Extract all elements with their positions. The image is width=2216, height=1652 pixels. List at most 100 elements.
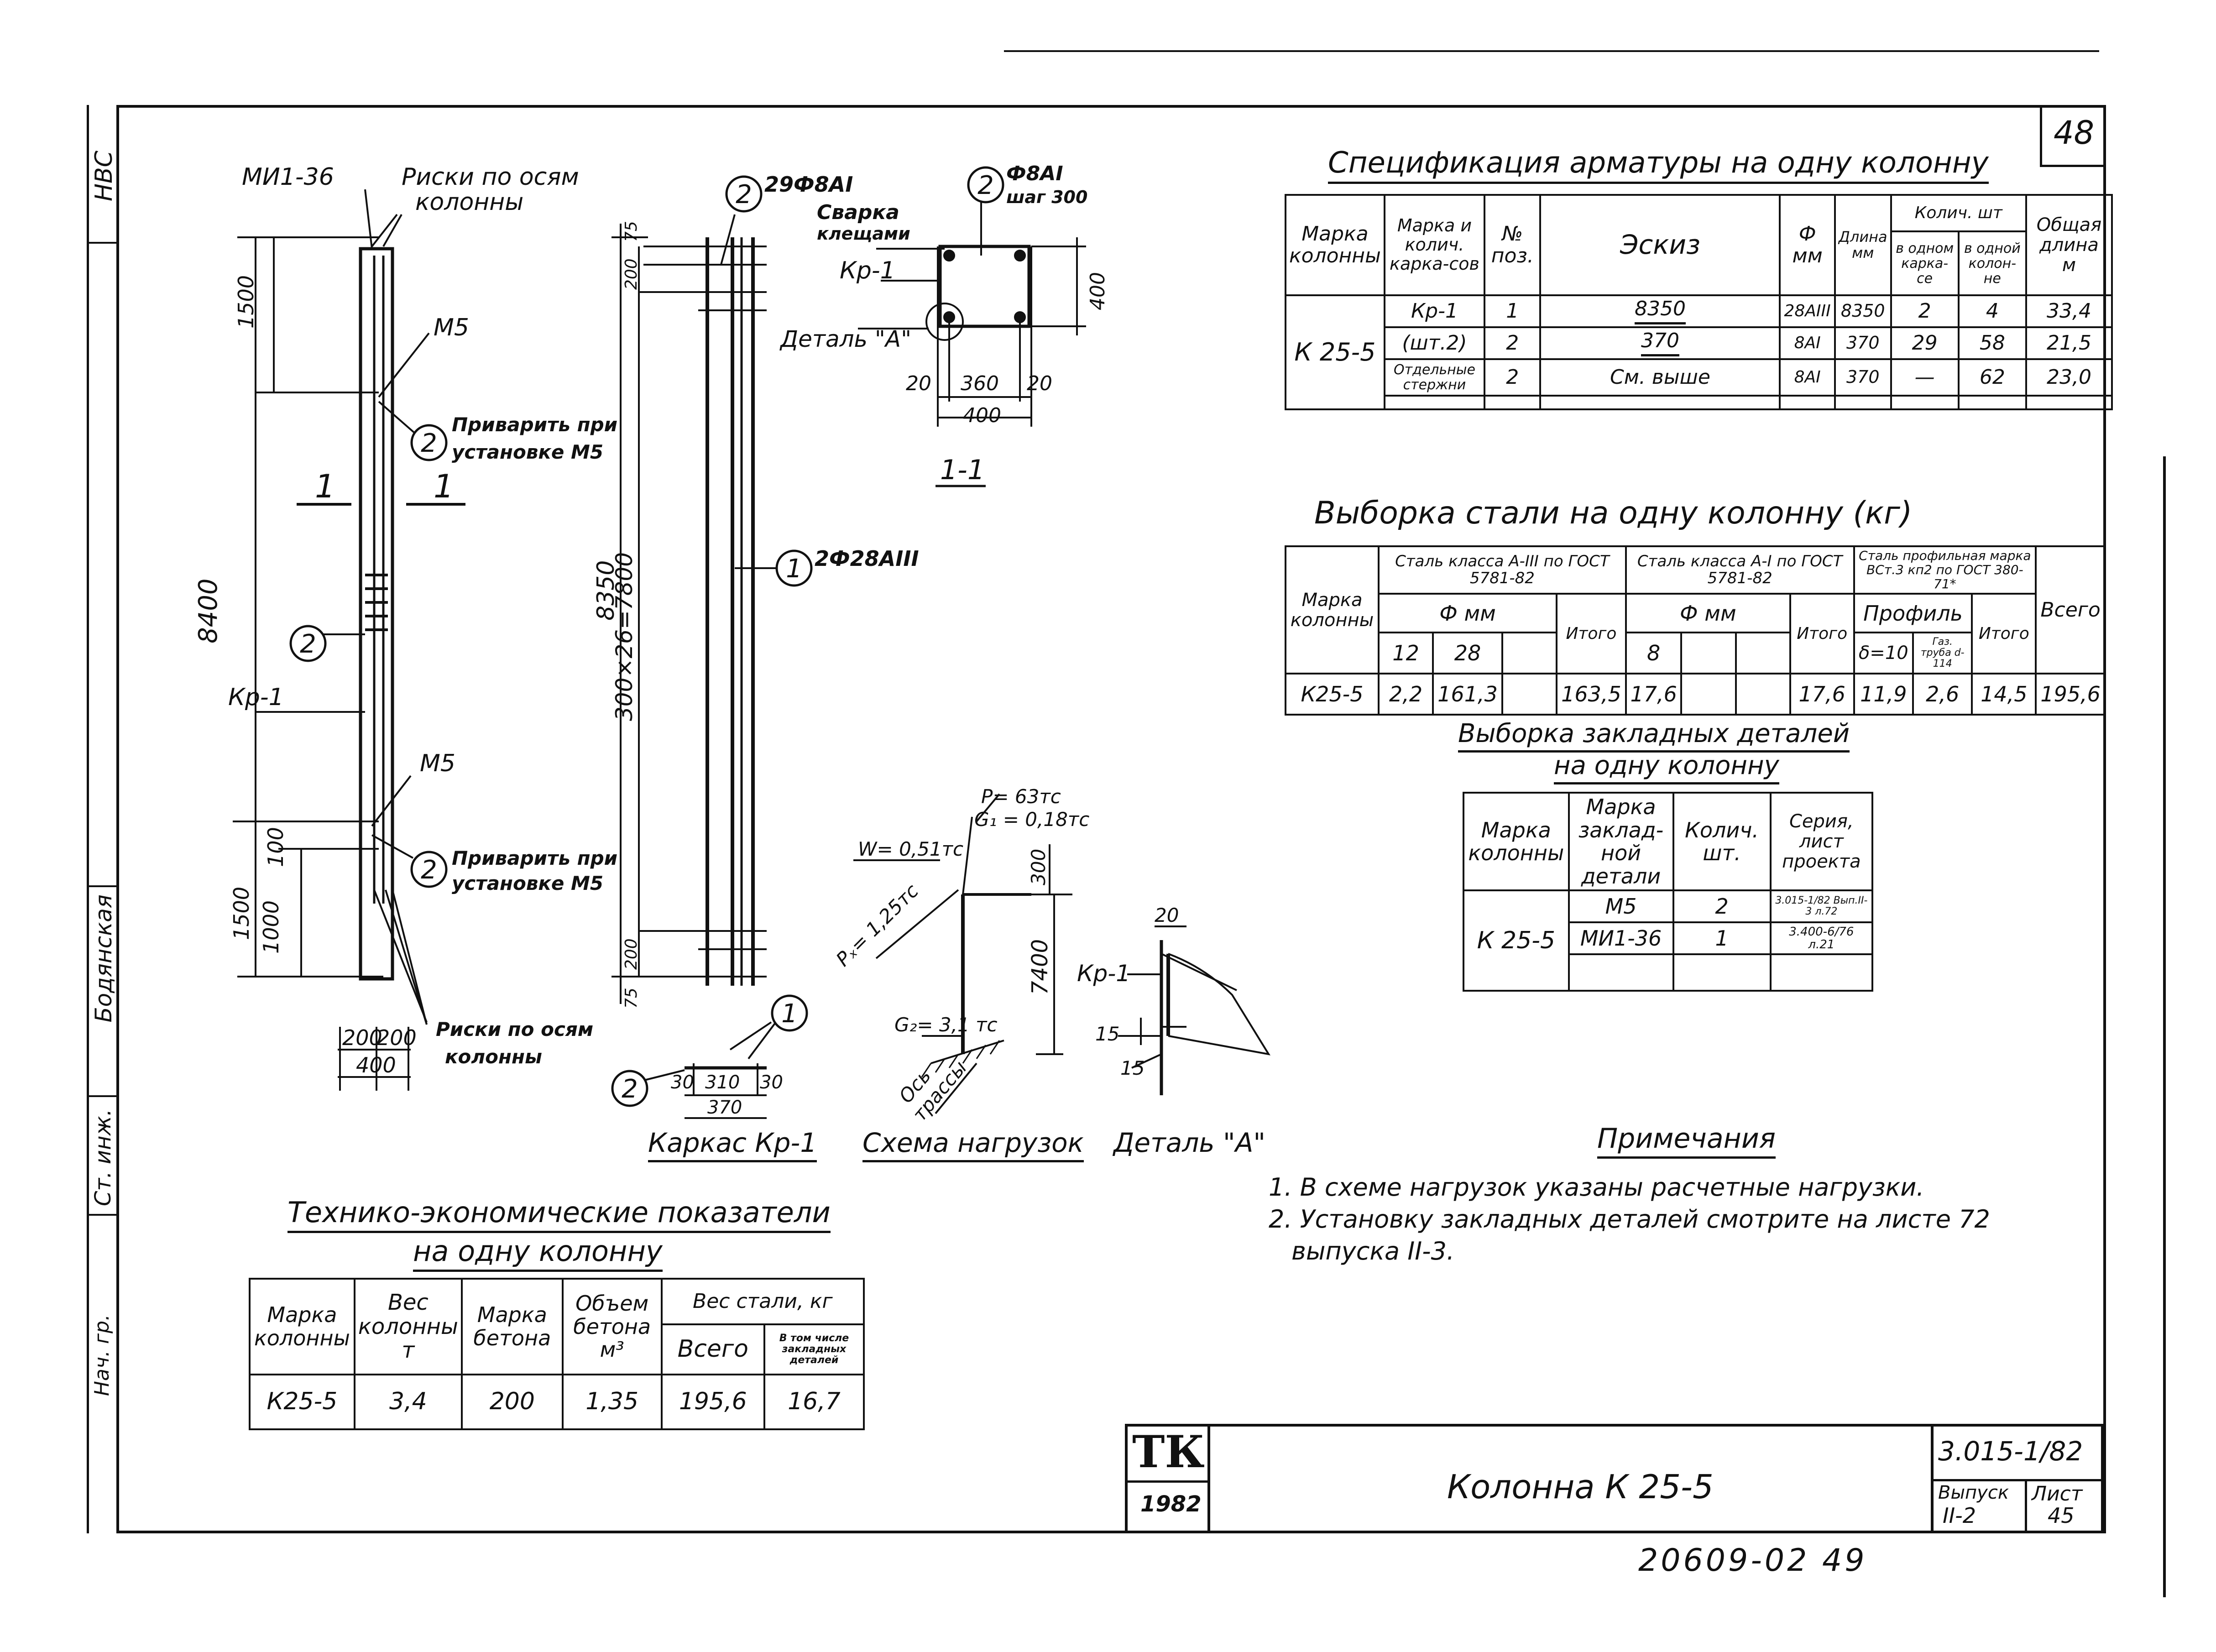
dim-section-20-a: 20	[906, 372, 931, 395]
title-name: Колонна К 25-5	[1447, 1468, 1714, 1506]
econ-cell-marka: К25-5	[249, 1374, 355, 1430]
spec-r2-karkas: (шт.2)	[1383, 326, 1486, 360]
title-logo-rule	[1128, 1480, 1207, 1483]
dim-detail-15-a: 15	[1095, 1023, 1119, 1045]
footer-code: 20609-02 49	[1638, 1542, 1867, 1579]
dim-30-b: 30	[760, 1072, 783, 1093]
dim-detail-20: 20	[1155, 904, 1179, 926]
title-series: 3.015-1/82	[1938, 1436, 2083, 1467]
label-riski-bottom-2: колонны	[445, 1046, 542, 1068]
marker-frame-pos2: 2	[736, 180, 752, 209]
embed-h-detail: Марка заклад-ной детали	[1568, 791, 1674, 892]
econ-table-title-1: Технико-экономические показатели	[287, 1196, 831, 1233]
marker-frame-bottom-pos2: 2	[622, 1074, 638, 1104]
embed-r2-detail: МИ1-36	[1568, 921, 1674, 956]
label-svarka-2: клещами	[817, 224, 910, 244]
spec-r2-q2: 58	[1957, 326, 2028, 360]
spec-r1-pos: 1	[1484, 294, 1542, 328]
spec-r3-q2: 62	[1957, 358, 2028, 397]
dim-30-a: 30	[671, 1072, 694, 1093]
embed-row-empty	[1463, 953, 1874, 992]
spec-r3-length: 370	[1834, 358, 1892, 397]
caption-frame-kr1: Каркас Кр-1	[648, 1127, 817, 1162]
steel-h-delta: δ=10	[1853, 632, 1914, 675]
steel-h-itogo2: Итого	[1789, 593, 1855, 675]
steel-h-itogo1: Итого	[1556, 593, 1627, 675]
label-load-w: W= 0,51тс	[858, 838, 963, 860]
section-1-1	[858, 194, 1086, 487]
dim-section-360: 360	[961, 372, 999, 395]
steel-cell-itogo3: 14,5	[1971, 673, 2037, 716]
econ-table-title-2: на одну колонну	[413, 1234, 663, 1272]
label-cut-1-left: 1	[315, 468, 335, 505]
dim-200-top: 200	[622, 258, 641, 290]
spec-r2-pos: 2	[1484, 326, 1542, 360]
steel-cell-vsego: 195,6	[2035, 673, 2106, 716]
embed-h-qty: Колич. шт.	[1672, 791, 1772, 892]
dim-200-a: 200	[342, 1025, 382, 1050]
top-rule	[1004, 50, 2099, 52]
spec-r3-total: 23,0	[2025, 358, 2113, 397]
side-sep-4	[87, 1214, 116, 1216]
spec-r3-karkas: Отдельные стержни	[1383, 358, 1486, 397]
econ-h-weight: Вес колонны т	[353, 1278, 463, 1375]
title-vypusk-label: Выпуск	[1938, 1482, 2009, 1503]
title-list-label: Лист	[2032, 1482, 2083, 1506]
embed-r2-qty: 1	[1672, 921, 1772, 956]
steel-cell-itogo1: 163,5	[1556, 673, 1627, 716]
embed-row-2: МИ1-36 1 3.400-6/76 л.21	[1463, 921, 1874, 956]
side-sep-2	[87, 885, 116, 887]
dim-detail-15-b: 15	[1120, 1057, 1145, 1079]
side-sep-3	[87, 1095, 116, 1097]
marker-pos2-b: 2	[300, 629, 316, 659]
dim-400: 400	[356, 1053, 396, 1077]
steel-h-phi2: Ф мм	[1625, 593, 1791, 634]
caption-detail-a: Деталь "А"	[1113, 1127, 1266, 1158]
spec-r1-q2: 4	[1957, 294, 2028, 328]
spec-h-qty-karkas: в одном карка-се	[1890, 230, 1960, 296]
marker-pos2-a: 2	[421, 429, 437, 458]
dim-load-300: 300	[1027, 849, 1050, 885]
spec-h-total: Общая длина м	[2025, 194, 2113, 296]
dim-200-b: 200	[376, 1025, 417, 1050]
spec-row-3: Отдельные стержни 2 См. выше 8АI 370 — 6…	[1286, 358, 2113, 397]
note-1: 1. В схеме нагрузок указаны расчетные на…	[1269, 1173, 1924, 1202]
label-m5-top: М5	[434, 314, 469, 341]
spec-h-eskiz: Эскиз	[1539, 194, 1781, 296]
label-m5-bottom: М5	[420, 750, 455, 777]
steel-h-vsego: Всего	[2035, 545, 2106, 675]
spec-row-empty	[1286, 395, 2113, 410]
sheet-number: 48	[2054, 114, 2095, 152]
steel-cell-itogo2: 17,6	[1789, 673, 1855, 716]
spec-r1-eskiz: 8350	[1539, 294, 1781, 328]
dim-section-20-b: 20	[1027, 372, 1052, 395]
steel-h-group2: Сталь класса А-I по ГОСТ 5781-82	[1625, 545, 1855, 595]
label-riski-top-1: Риски по осям	[402, 163, 579, 191]
label-privarit-1a: Приварить при	[452, 413, 617, 436]
embed-r1-detail: М5	[1568, 889, 1674, 924]
econ-cell-volume: 1,35	[561, 1374, 663, 1430]
label-cut-1-right: 1	[434, 468, 454, 505]
spec-table: Марка колонны Марка и колич. карка-сов №…	[1285, 194, 2113, 410]
spec-h-marka-karkas: Марка и колич. карка-сов	[1383, 194, 1486, 296]
steel-cell-delta: 11,9	[1853, 673, 1914, 716]
econ-h-steel: Вес стали, кг	[660, 1278, 865, 1325]
note-2: 2. Установку закладных деталей смотрите …	[1269, 1205, 1990, 1234]
load-scheme	[853, 793, 1072, 1114]
dim-section-400-w: 400	[963, 404, 1001, 427]
spec-r2-eskiz: 370	[1539, 326, 1781, 360]
marker-pos2-c: 2	[421, 855, 437, 885]
spec-column-mark: К 25-5	[1285, 294, 1385, 410]
spec-r2-diam: 8АI	[1779, 326, 1836, 360]
dim-section-400-h: 400	[1086, 272, 1109, 310]
label-load-p: P= 63тс	[981, 785, 1061, 808]
econ-row: К25-5 3,4 200 1,35 195,6 16,7	[249, 1374, 865, 1430]
dim-75-bottom: 75	[622, 988, 641, 1009]
dim-8350: 8350	[592, 560, 620, 621]
label-privarit-2b: установке М5	[452, 872, 603, 894]
caption-load-scheme: Схема нагрузок	[862, 1127, 1084, 1162]
dim-1000: 1000	[259, 900, 283, 954]
label-privarit-2a: Приварить при	[452, 847, 617, 869]
econ-cell-embed: 16,7	[763, 1374, 865, 1430]
